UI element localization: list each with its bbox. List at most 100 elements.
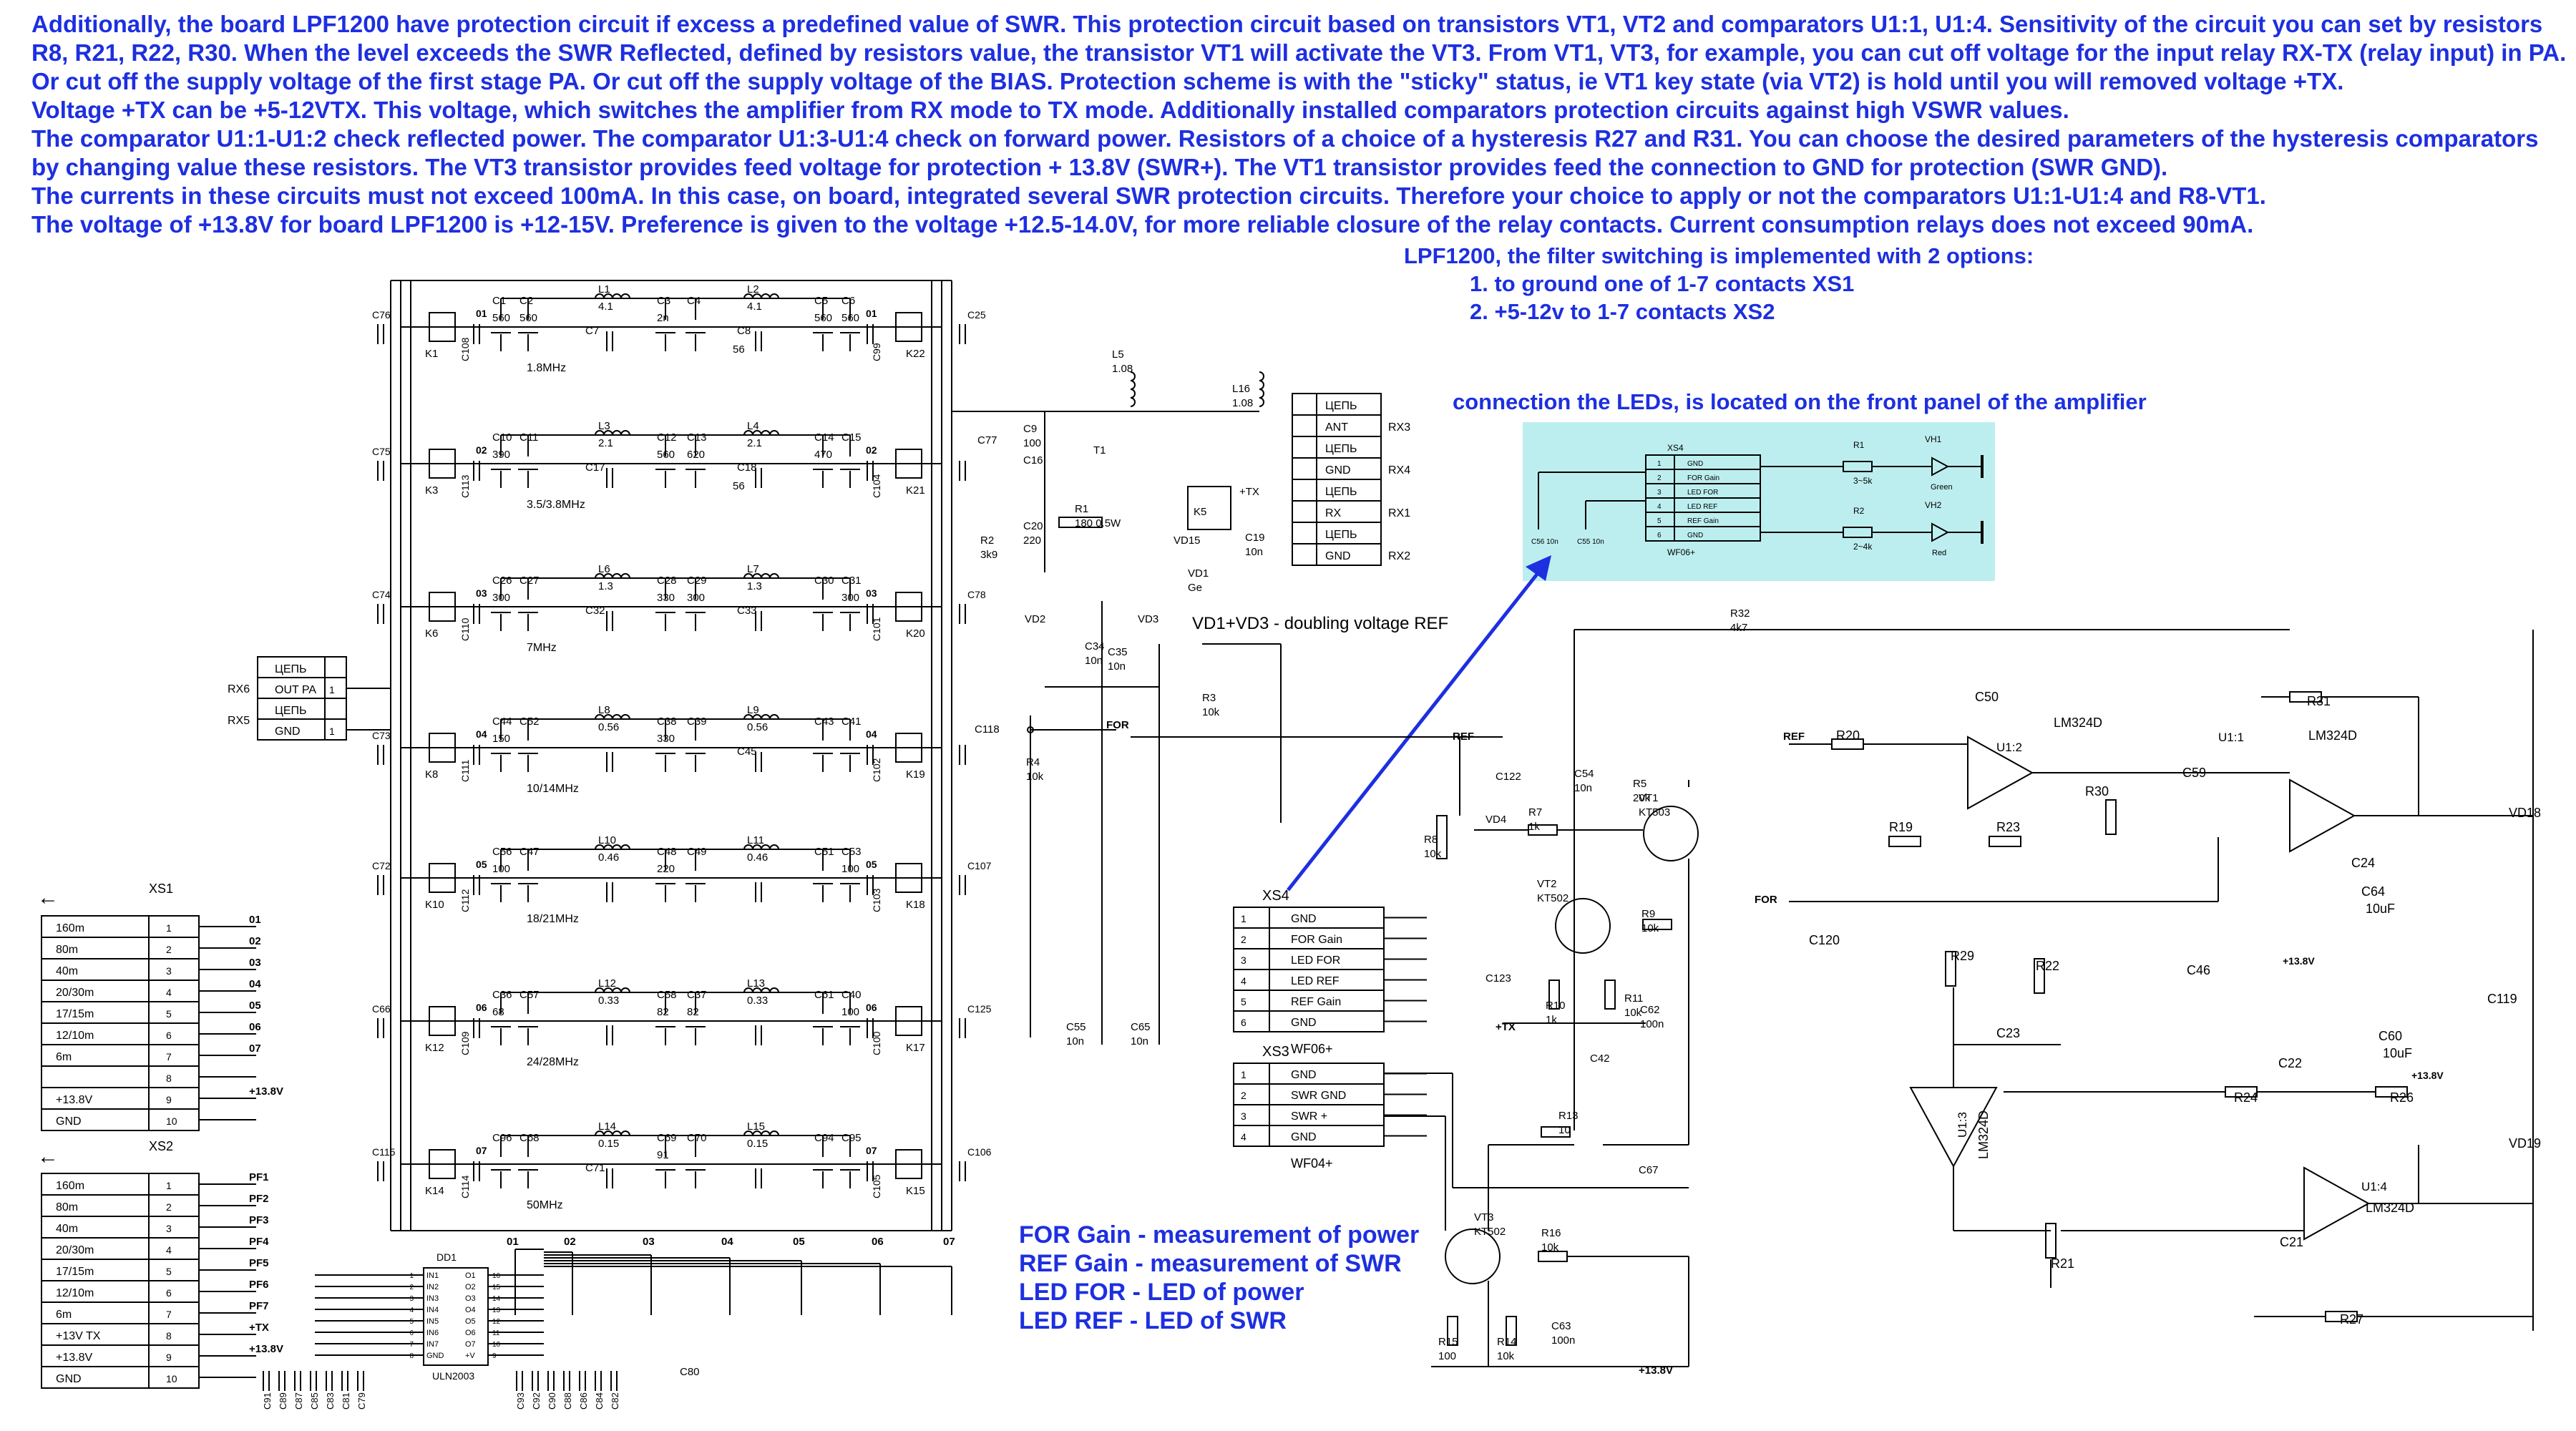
- protection-notes: Additionally, the board LPF1200 have pro…: [31, 10, 2566, 239]
- cap-label: C27: [519, 575, 540, 587]
- ic-ref: U1:1: [2218, 731, 2244, 744]
- ic-pin-name: O4: [465, 1306, 476, 1314]
- cap-label: C43: [814, 716, 834, 728]
- coil-label: L10: [598, 834, 616, 846]
- cap-value: 620: [687, 449, 705, 461]
- xs1-net: 04: [249, 978, 261, 990]
- xs2-label: 160m: [56, 1180, 84, 1192]
- note-line: The currents in these circuits must not …: [31, 182, 2266, 209]
- inductor: [620, 293, 630, 299]
- xs2-pin: 2: [166, 1201, 172, 1213]
- inset-part: C55 10n: [1577, 538, 1604, 546]
- relay-coil: [895, 1149, 922, 1179]
- cap-label: C37: [687, 989, 707, 1001]
- rx-row-name: ЦЕПЬ: [1325, 486, 1357, 498]
- part-value: 10k: [1202, 706, 1220, 718]
- band-net-label: 06: [866, 1002, 877, 1013]
- relay-coil: [429, 1149, 456, 1179]
- ic-part: LM324D: [1976, 1110, 1991, 1159]
- rx-row-name: ЦЕПЬ: [275, 663, 307, 675]
- relay-coil: [429, 1006, 456, 1036]
- coil-value: 0.33: [747, 995, 768, 1007]
- part-label: R29: [1951, 949, 1974, 963]
- part-label: R10: [1546, 1000, 1566, 1012]
- band-label: 24/28MHz: [527, 1056, 579, 1068]
- net-label: +13.8V: [2411, 1070, 2444, 1081]
- band-net-label: 07: [866, 1145, 877, 1156]
- relay-label: K6: [425, 627, 438, 640]
- xs1-net: +13.8V: [249, 1085, 283, 1098]
- ic-pin-num: 10: [492, 1341, 501, 1349]
- xs1-pin: 6: [166, 1030, 172, 1041]
- part-value: 100n: [1640, 1018, 1664, 1030]
- cap-label: C85: [309, 1392, 320, 1410]
- part-label: C65: [1131, 1021, 1151, 1033]
- part-label: R32: [1730, 607, 1750, 620]
- inset-title: XS4: [1667, 443, 1684, 453]
- cap-label: C39: [687, 716, 707, 728]
- part-label: C77: [977, 434, 997, 446]
- cap-label: C17: [585, 461, 605, 474]
- cap-label: C38: [657, 716, 677, 728]
- relay-label: K14: [425, 1185, 444, 1197]
- relay-label: K20: [906, 627, 925, 640]
- part-label: R19: [1889, 820, 1913, 834]
- inductor: [769, 844, 779, 850]
- ic-part: LM324D: [2308, 728, 2357, 743]
- part-label: C23: [1996, 1026, 2020, 1040]
- cap-value: 300: [841, 592, 859, 604]
- coil-value: 4.1: [598, 301, 613, 313]
- xs1-net: 03: [249, 957, 261, 969]
- relay-label: K17: [906, 1042, 925, 1054]
- rx-row-name: RX: [1325, 507, 1342, 519]
- cap-label: C14: [814, 431, 834, 444]
- inset-row: LED REF: [1687, 503, 1717, 511]
- cap-label: C13: [687, 431, 707, 444]
- part-label: R24: [2234, 1090, 2258, 1105]
- xs1-pin: 3: [166, 965, 172, 977]
- part-value: 1.08: [1112, 363, 1133, 375]
- xs2-pin: 1: [166, 1180, 172, 1191]
- xs2-pin: 10: [166, 1373, 177, 1384]
- part-label: C9: [1023, 423, 1037, 435]
- cap-value: 91: [657, 1149, 669, 1161]
- net-label: 05: [793, 1236, 805, 1248]
- part-label: VD1: [1188, 567, 1209, 580]
- part-label: C22: [2278, 1056, 2302, 1070]
- part-label: R22: [2036, 959, 2059, 973]
- xs2-pin: 9: [166, 1352, 172, 1363]
- xs1-pin: 5: [166, 1008, 172, 1020]
- relay-coil: [895, 733, 922, 763]
- net-label: 04: [721, 1236, 733, 1248]
- part-value: 10k: [1641, 922, 1659, 934]
- cap-value: 560: [492, 312, 510, 324]
- part-label: C21: [2280, 1235, 2303, 1249]
- part-label: R8: [1424, 834, 1438, 846]
- inductor: [1259, 371, 1264, 381]
- net-label: REF: [1783, 731, 1805, 743]
- part-label: C119: [2487, 992, 2517, 1006]
- coil-value: 4.1: [747, 301, 762, 313]
- net-label: 03: [643, 1236, 655, 1248]
- cap-label: C33: [737, 605, 757, 617]
- xs4-pin: 4: [1241, 975, 1246, 987]
- inset-pin: 1: [1657, 460, 1662, 468]
- part-label: R13: [1558, 1110, 1579, 1122]
- xs1-net: 06: [249, 1021, 261, 1033]
- xs1-label: 17/15m: [56, 1008, 94, 1020]
- ic-pin-name: GND: [426, 1352, 444, 1360]
- coil-value: 0.46: [747, 851, 768, 864]
- inductor: [620, 844, 630, 850]
- relay-coil: [429, 312, 456, 342]
- part-value: 10n: [1066, 1035, 1084, 1047]
- legend-line: LED FOR - LED of power: [1019, 1279, 1304, 1306]
- cap-value: 82: [657, 1006, 669, 1018]
- cap-label: C56: [492, 846, 512, 858]
- coil-value: 0.15: [598, 1138, 619, 1150]
- part-value: 3k9: [980, 549, 997, 561]
- cap-label: C87: [293, 1392, 304, 1410]
- part-label: VD4: [1485, 814, 1506, 826]
- xs1-label: +13.8V: [56, 1094, 92, 1106]
- relay-label: K18: [906, 899, 925, 911]
